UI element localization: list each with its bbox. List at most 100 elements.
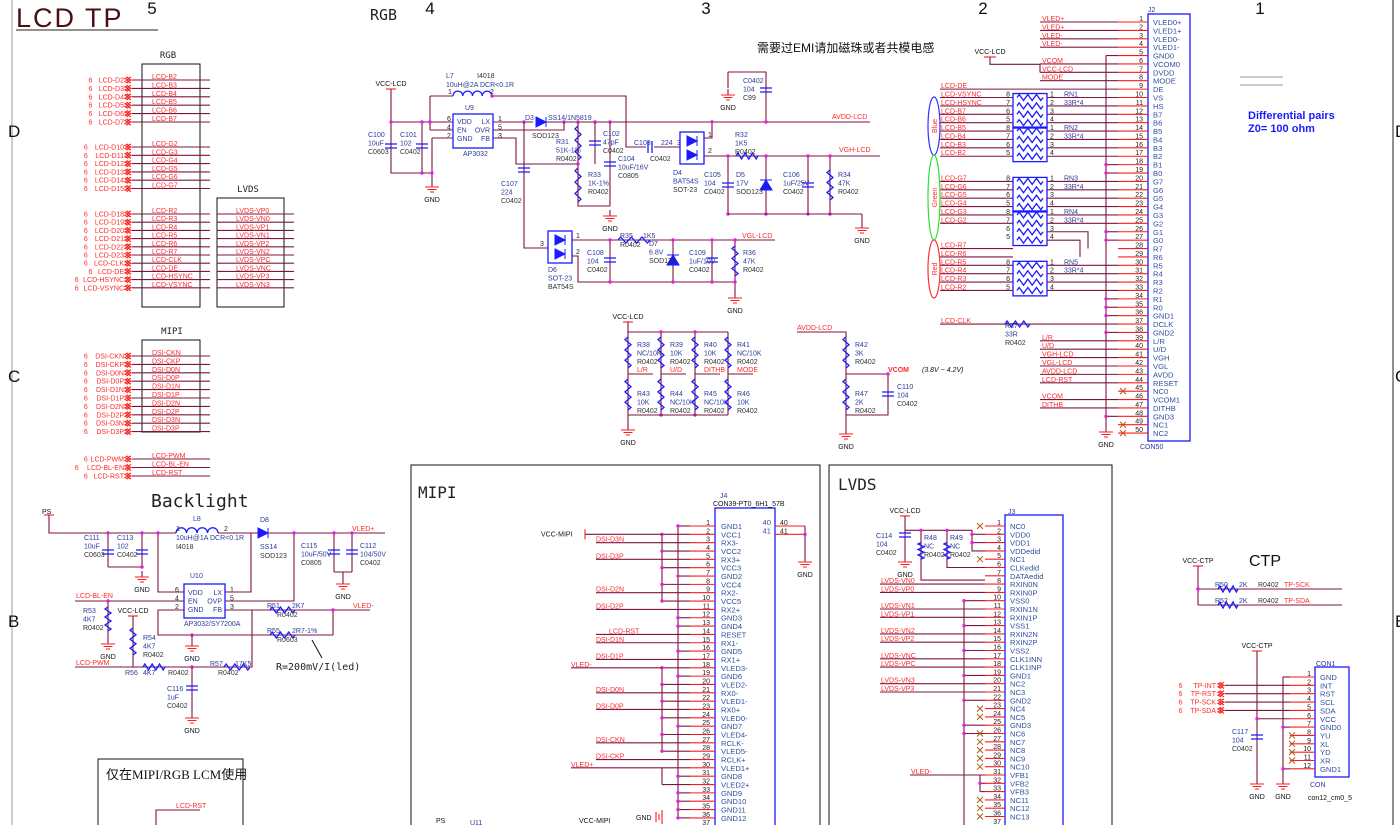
pin-number: 21 bbox=[1135, 184, 1143, 191]
mipi-pin-label: DSI-D2N bbox=[152, 400, 180, 407]
junction-dot bbox=[490, 94, 494, 98]
diode-icon bbox=[554, 234, 567, 246]
j2-pin-name: B5 bbox=[1153, 127, 1162, 136]
pin-number: 6 bbox=[1006, 226, 1010, 233]
j2-pin-name: DVDD bbox=[1153, 68, 1175, 77]
pin-number: 18 bbox=[702, 662, 710, 669]
note-box-text: 仅在MIPI/RGB LCM使用 bbox=[106, 767, 247, 782]
junction-dot bbox=[803, 532, 807, 537]
off-sheet-connector-icon bbox=[123, 185, 133, 192]
con1-pin-name: RST bbox=[1320, 690, 1336, 699]
j2-pin-name: G7 bbox=[1153, 177, 1163, 186]
j2-net-label: VLED+ bbox=[1042, 16, 1064, 23]
u10-pin-name: VDD bbox=[188, 590, 203, 597]
component-label-d4: SOT-23 bbox=[673, 187, 697, 194]
pin-number: 26 bbox=[702, 729, 710, 736]
j2-net-label: LCD-R3 bbox=[941, 276, 966, 283]
j2-net-label: VCOM bbox=[1042, 394, 1063, 401]
wire bbox=[523, 122, 548, 249]
junction-dot bbox=[292, 531, 296, 535]
j2-net-label: LCD-G2 bbox=[941, 217, 967, 224]
j3-net-label: LVDS-VNC bbox=[881, 653, 916, 660]
j2-part: CON50 bbox=[1140, 444, 1163, 451]
junction-dot bbox=[764, 120, 768, 124]
wire bbox=[48, 515, 176, 534]
sheet-ref-number: 6 bbox=[88, 86, 92, 93]
backlight-title: Backlight bbox=[151, 491, 249, 512]
wire bbox=[155, 809, 200, 825]
j2-pin-name: R7 bbox=[1153, 245, 1163, 254]
ground-icon bbox=[135, 576, 149, 583]
capacitor-icon bbox=[882, 391, 894, 397]
junction-dot bbox=[608, 238, 612, 242]
lvds-pin-label: LVDS-VN1 bbox=[236, 233, 270, 240]
no-connect-icon bbox=[976, 705, 984, 712]
rgb-pin-label: LCD-G2 bbox=[152, 141, 178, 148]
junction-dot bbox=[420, 171, 424, 175]
off-sheet-connector-icon bbox=[123, 472, 133, 480]
resistor-icon bbox=[1016, 126, 1044, 136]
pin-number: 10 bbox=[702, 595, 710, 602]
pin-number: 14 bbox=[702, 628, 710, 635]
pin-number: 4 bbox=[1050, 284, 1054, 291]
j2-pin-name: B4 bbox=[1153, 135, 1162, 144]
signal-group-label: Blue bbox=[932, 119, 939, 133]
no-connect-icon bbox=[976, 522, 984, 530]
rgb-block bbox=[141, 63, 201, 308]
component-label-c101: C0402 bbox=[400, 149, 421, 156]
pin-number: 7 bbox=[1307, 721, 1311, 728]
con1-pin-name: SCL bbox=[1320, 698, 1335, 707]
r57-pkg: R0402 bbox=[218, 670, 239, 677]
rgb-net-label: LCD-DE bbox=[98, 269, 124, 276]
pin-number: 33 bbox=[993, 786, 1001, 793]
con1-pin-name: XR bbox=[1320, 757, 1331, 766]
pin-number: 27 bbox=[1135, 234, 1143, 241]
j4-pin-name: VCC1 bbox=[721, 530, 741, 539]
junction-dot bbox=[389, 120, 393, 124]
component-label-c100: C0603 bbox=[368, 149, 389, 156]
component-label-c116: 1uF bbox=[167, 695, 179, 702]
ground-icon bbox=[839, 433, 853, 440]
gnd-label: GND bbox=[335, 594, 351, 601]
zone-column-marker: 1 bbox=[1255, 0, 1264, 18]
component-label-d7: 6.8V bbox=[649, 250, 664, 257]
ctp-net-label: TP-SCK bbox=[1284, 582, 1310, 589]
junction-dot bbox=[659, 330, 663, 334]
component-label-r36: R0402 bbox=[743, 267, 764, 274]
j2-pin-name: R6 bbox=[1153, 253, 1163, 262]
pin-number: 2 bbox=[1050, 217, 1054, 224]
rgb-net-label: LCD-D13 bbox=[95, 169, 124, 176]
j4-pin-name: VLED2+ bbox=[721, 781, 750, 790]
u10-pin-name: GND bbox=[188, 607, 204, 614]
pin-number: 2 bbox=[1050, 100, 1054, 107]
con1-pin-name: INT bbox=[1320, 681, 1333, 690]
rgb-net-label: LCD-D19 bbox=[95, 220, 124, 227]
r56-ref: R56 bbox=[125, 670, 138, 677]
j3-pin-name: NC3 bbox=[1010, 688, 1025, 697]
j2-net-label: LCD-B3 bbox=[941, 142, 966, 149]
vgl-lcd-net: VGL-LCD bbox=[742, 233, 772, 240]
ground-icon bbox=[621, 429, 635, 436]
sheet-ref-number: 6 bbox=[75, 277, 79, 284]
no-connect-icon bbox=[976, 755, 984, 762]
pin-number: 11 bbox=[1136, 100, 1143, 107]
component-label-c99: C99 bbox=[743, 95, 756, 102]
resistor-icon bbox=[1016, 210, 1044, 220]
pin-number: 6 bbox=[1006, 276, 1010, 283]
off-sheet-connector-icon bbox=[123, 394, 133, 402]
junction-dot bbox=[806, 154, 810, 158]
component-label-c105: C0402 bbox=[704, 189, 725, 196]
u9-ref: U9 bbox=[465, 105, 474, 112]
resistor-icon bbox=[1016, 269, 1044, 278]
mipi-pin-label: DSI-D1N bbox=[152, 384, 180, 391]
off-sheet-connector-icon bbox=[1216, 706, 1226, 714]
wire bbox=[1047, 231, 1089, 249]
zener-diode-icon bbox=[759, 179, 773, 191]
junction-dot bbox=[676, 807, 680, 812]
pin-number: 3 bbox=[1050, 276, 1054, 283]
j2-net-label: VCC-LCD bbox=[1042, 66, 1073, 73]
wire bbox=[920, 530, 985, 581]
pin-number: 4 bbox=[1307, 696, 1311, 703]
junction-dot bbox=[962, 648, 966, 653]
off-sheet-connector-icon bbox=[123, 93, 133, 101]
